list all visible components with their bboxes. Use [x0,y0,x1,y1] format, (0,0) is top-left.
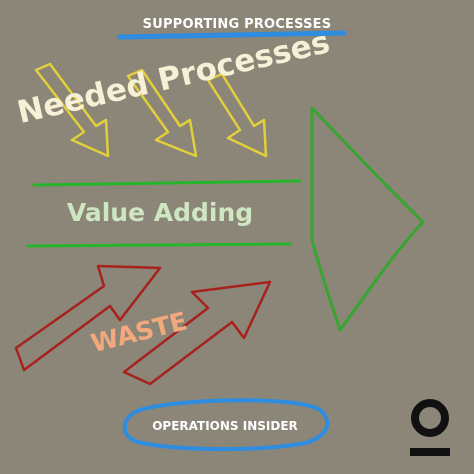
green-line-top [32,179,302,187]
yellow-arrow-3 [206,72,268,158]
red-arrow-1 [14,264,162,372]
operations-insider-logo-icon [410,399,450,456]
yellow-arrow-1 [34,62,110,158]
green-right-arrow [310,106,425,332]
supporting-underline [117,30,347,40]
operations-insider-label: OPERATIONS INSIDER [152,419,298,433]
yellow-down-arrows [34,62,268,158]
green-line-bottom [26,242,292,248]
yellow-arrow-2 [126,68,198,158]
red-arrow-2 [122,280,272,386]
red-up-arrows [14,264,272,386]
value-adding-label: Value Adding [66,198,254,227]
ops-oval [122,398,330,452]
supporting-processes-label: SUPPORTING PROCESSES [142,17,332,32]
